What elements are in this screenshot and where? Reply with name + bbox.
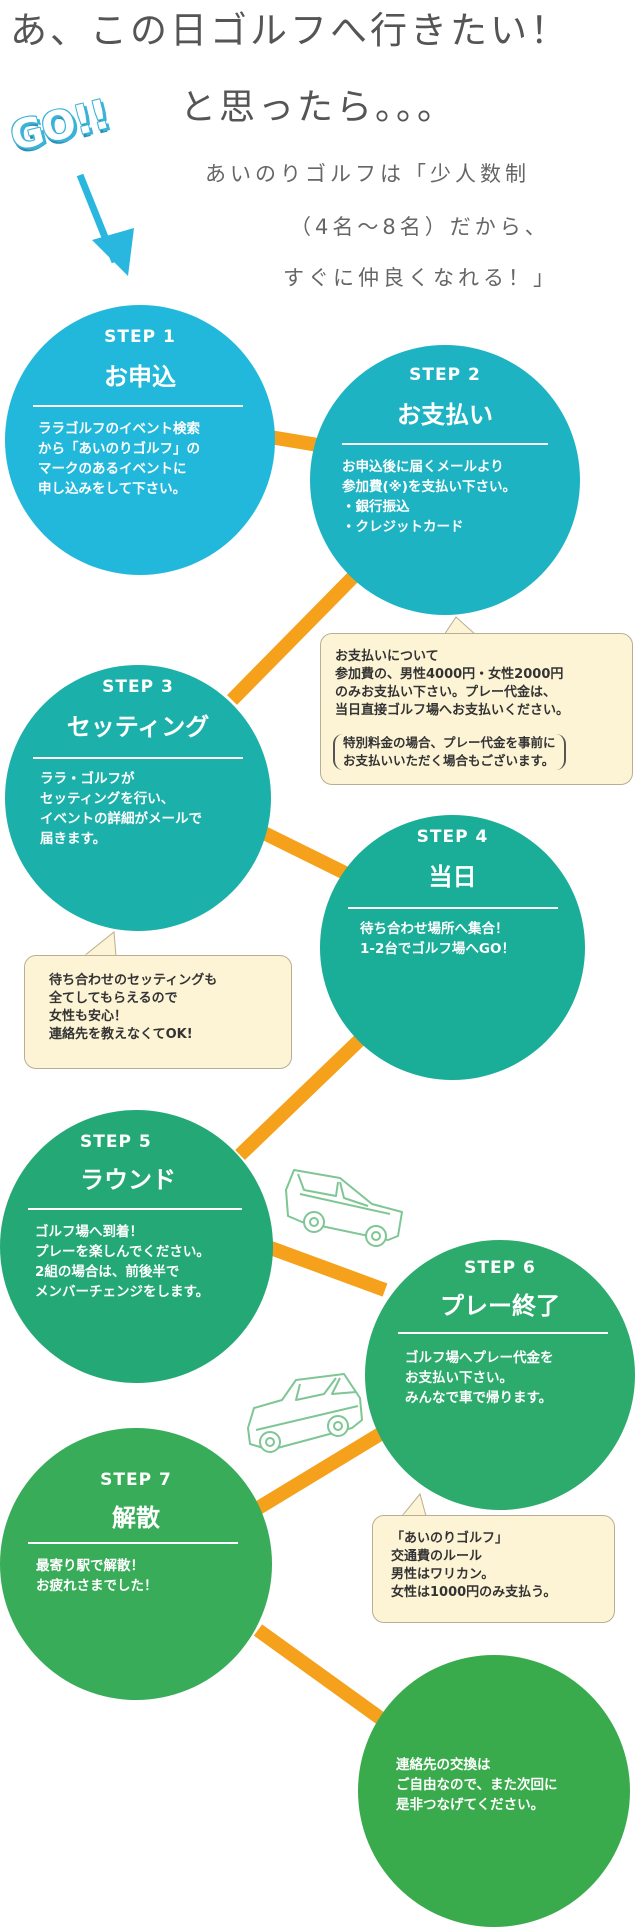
- body-line: ・銀行振込: [342, 497, 516, 517]
- body-line: ララ・ゴルフが: [40, 769, 202, 789]
- connector-1-2: [270, 437, 318, 445]
- step-4-body: 待ち合わせ場所へ集合！ 1-2台でゴルフ場へGO！: [360, 919, 515, 959]
- step-3-title: セッティング: [5, 707, 271, 742]
- car-icon: [280, 1160, 410, 1250]
- intro-line-2: （4名〜8名）だから、: [290, 211, 550, 241]
- note-line: 連絡先を教えなくてOK!: [49, 1026, 291, 1044]
- body-line: ご自由なので、また次回に: [396, 1775, 557, 1795]
- hero-headline: あ、この日ゴルフへ行きたい！: [10, 0, 570, 54]
- body-line: 是非つなげてください。: [396, 1795, 557, 1815]
- step-6-title: プレー終了: [365, 1286, 635, 1321]
- step-5-title: ラウンド: [0, 1160, 273, 1195]
- step-3-circle: STEP 3 セッティング ララ・ゴルフが セッティングを行い、 イベントの詳細…: [5, 665, 271, 931]
- body-line: から「あいのりゴルフ」の: [38, 439, 200, 459]
- step-4-circle: STEP 4 当日 待ち合わせ場所へ集合！ 1-2台でゴルフ場へGO！: [320, 815, 585, 1080]
- body-line: ゴルフ場へ到着！: [35, 1222, 210, 1242]
- payment-note: お支払いについて 参加費の、男性4000円・女性2000円 のみお支払い下さい。…: [320, 633, 633, 785]
- note-line: 男性はワリカン。: [391, 1566, 614, 1584]
- step-2-body: お申込後に届くメールより 参加費(※)を支払い下さい。 ・銀行振込 ・クレジット…: [342, 457, 516, 537]
- step-6-body: ゴルフ場へプレー代金を お支払い下さい。 みんなで車で帰ります。: [405, 1348, 554, 1408]
- note-line: のみお支払い下さい。プレー代金は、: [335, 684, 632, 702]
- setting-note: 待ち合わせのセッティングも 全てしてもらえるので 女性も安心！ 連絡先を教えなく…: [24, 955, 292, 1069]
- note-line: 女性は1000円のみ支払う。: [391, 1584, 614, 1602]
- step-2-circle: STEP 2 お支払い お申込後に届くメールより 参加費(※)を支払い下さい。 …: [310, 345, 580, 615]
- note-line: 交通費のルール: [391, 1548, 614, 1566]
- step-1-body: ララゴルフのイベント検索 から「あいのりゴルフ」の マークのあるイベントに 申し…: [38, 419, 200, 499]
- step-1-rule: [33, 405, 243, 407]
- step-5-rule: [28, 1208, 242, 1210]
- step-6-circle: STEP 6 プレー終了 ゴルフ場へプレー代金を お支払い下さい。 みんなで車で…: [365, 1240, 635, 1510]
- step-4-rule: [348, 907, 558, 909]
- step-3-rule: [33, 757, 243, 759]
- step-7-label: STEP 7: [0, 1470, 272, 1490]
- body-line: プレーを楽しんでください。: [35, 1242, 210, 1262]
- final-circle: 連絡先の交換は ご自由なので、また次回に 是非つなげてください。: [358, 1655, 630, 1927]
- body-line: マークのあるイベントに: [38, 459, 200, 479]
- car-icon: [240, 1370, 370, 1460]
- step-7-rule: [28, 1542, 238, 1544]
- hero-subheadline: と思ったら。。。: [180, 78, 456, 130]
- step-5-circle: STEP 5 ラウンド ゴルフ場へ到着！ プレーを楽しんでください。 2組の場合…: [0, 1110, 273, 1383]
- step-2-label: STEP 2: [310, 365, 580, 385]
- step-7-title: 解散: [0, 1498, 272, 1533]
- body-line: 1-2台でゴルフ場へGO！: [360, 939, 515, 959]
- note-line: 当日直接ゴルフ場へお支払いください。: [335, 702, 632, 720]
- step-4-title: 当日: [320, 857, 585, 892]
- note-line: お支払いについて: [335, 648, 632, 666]
- body-line: 届きます。: [40, 829, 202, 849]
- down-arrow-icon: [80, 175, 134, 276]
- body-line: 連絡先の交換は: [396, 1755, 557, 1775]
- body-line: セッティングを行い、: [40, 789, 202, 809]
- note-line: 特別料金の場合、プレー代金を事前に: [343, 734, 556, 752]
- connector-7-8: [258, 1630, 380, 1718]
- step-1-title: お申込: [5, 357, 275, 392]
- body-line: お申込後に届くメールより: [342, 457, 516, 477]
- step-7-circle: STEP 7 解散 最寄り駅で解散！ お疲れさまでした！: [0, 1428, 272, 1700]
- note-line: お支払いいただく場合もございます。: [343, 752, 556, 770]
- step-5-body: ゴルフ場へ到着！ プレーを楽しんでください。 2組の場合は、前後半で メンバーチ…: [35, 1222, 210, 1302]
- payment-note-aside: 特別料金の場合、プレー代金を事前に お支払いいただく場合もございます。: [333, 734, 566, 770]
- body-line: みんなで車で帰ります。: [405, 1388, 554, 1408]
- step-3-label: STEP 3: [5, 677, 271, 697]
- payment-note-tail: [440, 615, 480, 635]
- step-1-label: STEP 1: [5, 327, 275, 347]
- step-5-label: STEP 5: [0, 1132, 273, 1152]
- body-line: 待ち合わせ場所へ集合！: [360, 919, 515, 939]
- body-line: メンバーチェンジをします。: [35, 1282, 210, 1302]
- note-line: 「あいのりゴルフ」: [391, 1530, 614, 1548]
- step-2-rule: [342, 443, 548, 445]
- body-line: 2組の場合は、前後半で: [35, 1262, 210, 1282]
- rules-note-tail: [400, 1492, 430, 1516]
- step-6-label: STEP 6: [365, 1258, 635, 1278]
- body-line: 申し込みをして下さい。: [38, 479, 200, 499]
- body-line: ・クレジットカード: [342, 517, 516, 537]
- body-line: 最寄り駅で解散！: [36, 1556, 158, 1576]
- step-3-body: ララ・ゴルフが セッティングを行い、 イベントの詳細がメールで 届きます。: [40, 769, 202, 849]
- setting-note-tail: [82, 930, 122, 956]
- note-line: 女性も安心！: [49, 1008, 291, 1026]
- intro-line-1: あいのりゴルフは「少人数制: [205, 158, 530, 188]
- body-line: イベントの詳細がメールで: [40, 809, 202, 829]
- step-7-body: 最寄り駅で解散！ お疲れさまでした！: [36, 1556, 158, 1596]
- body-line: お支払い下さい。: [405, 1368, 554, 1388]
- intro-line-3: すぐに仲良くなれる！」: [283, 262, 558, 292]
- body-line: ゴルフ場へプレー代金を: [405, 1348, 554, 1368]
- step-2-title: お支払い: [310, 395, 580, 430]
- body-line: 参加費(※)を支払い下さい。: [342, 477, 516, 497]
- note-line: 参加費の、男性4000円・女性2000円: [335, 666, 632, 684]
- final-body: 連絡先の交換は ご自由なので、また次回に 是非つなげてください。: [396, 1755, 557, 1815]
- step-1-circle: STEP 1 お申込 ララゴルフのイベント検索 から「あいのりゴルフ」の マーク…: [5, 305, 275, 575]
- body-line: ララゴルフのイベント検索: [38, 419, 200, 439]
- body-line: お疲れさまでした！: [36, 1576, 158, 1596]
- note-line: 全てしてもらえるので: [49, 990, 291, 1008]
- step-6-rule: [398, 1332, 608, 1334]
- note-line: 待ち合わせのセッティングも: [49, 972, 291, 990]
- rules-note: 「あいのりゴルフ」 交通費のルール 男性はワリカン。 女性は1000円のみ支払う…: [372, 1515, 615, 1623]
- step-4-label: STEP 4: [320, 827, 585, 847]
